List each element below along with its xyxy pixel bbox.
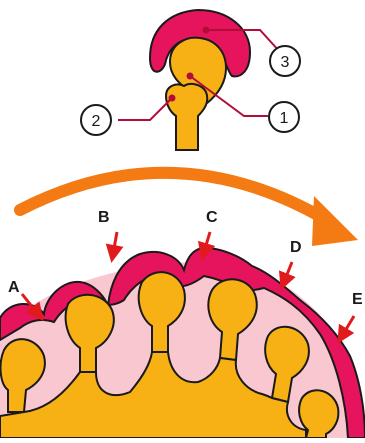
callout-line-2	[118, 97, 173, 121]
callout-line-1	[189, 75, 268, 117]
callout-number-2: 2	[92, 113, 101, 130]
bud-arc	[0, 246, 365, 439]
callout-3: 3	[269, 45, 301, 77]
callout-line-3	[206, 29, 281, 53]
label-a: A	[8, 279, 44, 322]
label-d: D	[278, 239, 302, 291]
red-arrow-icon	[197, 231, 216, 261]
red-arrow-icon	[278, 261, 296, 291]
label-letter-d: D	[290, 239, 302, 256]
red-arrow-icon	[20, 293, 44, 322]
red-arrow-icon	[105, 231, 124, 263]
bud-3	[137, 271, 186, 353]
single-bud-icon	[148, 8, 252, 151]
bud-2	[64, 294, 115, 373]
bud-5	[264, 325, 310, 404]
bud-1	[0, 338, 46, 413]
red-arrow-icon	[337, 315, 356, 344]
label-b: B	[98, 209, 124, 263]
label-letter-b: B	[98, 209, 110, 226]
label-letter-c: C	[206, 209, 218, 226]
root-mass	[0, 351, 307, 439]
callout-number-3: 3	[281, 54, 290, 71]
callout-lines	[118, 26, 281, 121]
label-e: E	[337, 291, 363, 344]
bud-6	[298, 389, 340, 439]
label-c: C	[197, 209, 218, 261]
bud-4	[207, 278, 258, 362]
stem	[164, 83, 209, 151]
callout-1: 1	[268, 101, 300, 133]
callout-number-1: 1	[280, 110, 289, 127]
callout-2: 2	[80, 104, 112, 136]
label-letter-a: A	[8, 279, 20, 296]
label-letter-e: E	[352, 291, 363, 308]
curved-arrow-icon	[14, 166, 358, 246]
